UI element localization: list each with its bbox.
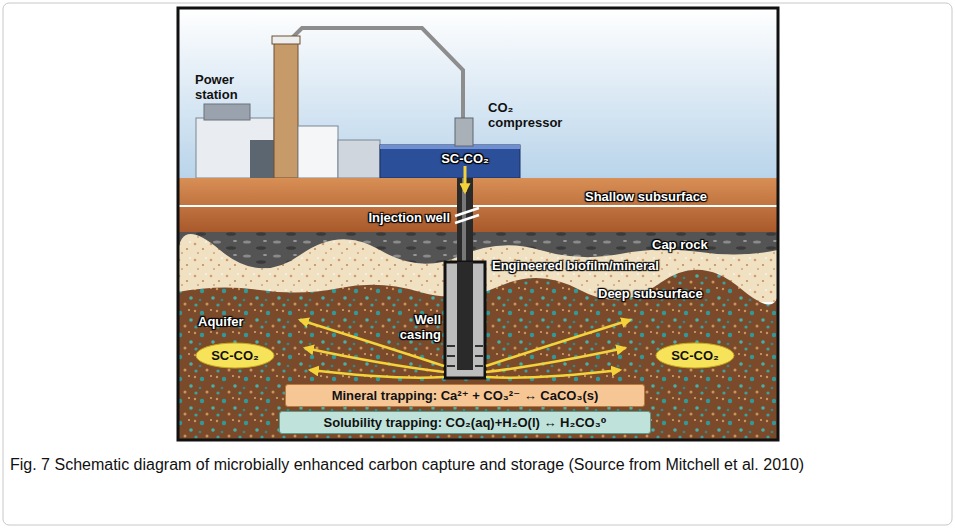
compressor-building: [380, 145, 520, 178]
well-casing: [445, 262, 485, 378]
stream-label: SC-CO₂: [425, 151, 505, 166]
figure-caption: Fig. 7 Schematic diagram of microbially …: [10, 452, 940, 477]
node-text: SC-CO₂: [211, 348, 259, 363]
node-text: Solubility trapping: CO₂(aq)+H₂O(l) ↔ H₂…: [324, 415, 607, 430]
power-building: [298, 126, 338, 178]
label-text: Shallow subsurface: [585, 189, 707, 204]
label-text: Deep subsurface: [598, 286, 703, 301]
flue-pipe: [288, 28, 463, 118]
perforation: [447, 346, 483, 366]
layer-label: Engineered biofilm/mineral: [492, 258, 702, 273]
page-border: [3, 3, 952, 525]
power-building: [204, 104, 250, 120]
well-tube: [457, 262, 473, 370]
label-text: Injection well: [368, 210, 450, 225]
equipment-label: Power station: [195, 72, 267, 102]
compressor-stack: [455, 118, 473, 146]
trapping-box: Mineral trapping: Ca²⁺ + CO₃²⁻ ↔ CaCO₃(s…: [285, 384, 645, 407]
equipment-label: CO₂ compressor: [488, 100, 572, 130]
injection-arrow: [464, 166, 467, 192]
label-text: Aquifer: [198, 314, 244, 329]
chimney: [274, 40, 298, 178]
layer-label: Cap rock: [652, 237, 742, 252]
power-building: [196, 118, 274, 178]
chimney-cap: [272, 36, 300, 44]
trapping-box: Solubility trapping: CO₂(aq)+H₂O(l) ↔ H₂…: [279, 411, 651, 434]
power-building: [250, 140, 274, 178]
label-text: Cap rock: [652, 237, 708, 252]
co2-plume-ellipse: SC-CO₂: [655, 342, 735, 369]
layer-label: Deep subsurface: [598, 286, 728, 301]
co2-flow-arrow: [305, 348, 444, 372]
ellipse-shape: [656, 343, 734, 368]
well-label: Injection well: [340, 210, 450, 225]
label-text: Engineered biofilm/mineral: [492, 258, 659, 273]
ellipse-shape: [196, 343, 274, 368]
compressor-roof: [380, 145, 520, 149]
layer-label: Aquifer: [198, 314, 268, 329]
power-building: [338, 140, 380, 178]
label-text: SC-CO₂: [441, 151, 489, 166]
label-text: Power station: [195, 72, 238, 102]
co2-plume-ellipse: SC-CO₂: [195, 342, 275, 369]
break-mark: [455, 208, 479, 223]
label-text: CO₂ compressor: [488, 100, 562, 130]
layer-label: Shallow subsurface: [585, 189, 735, 204]
sky: [178, 8, 778, 178]
co2-flow-arrow: [486, 348, 625, 372]
shallow-subsurface-layer: [178, 178, 778, 232]
node-text: Mineral trapping: Ca²⁺ + CO₃²⁻ ↔ CaCO₃(s…: [332, 388, 599, 403]
co2-flow-arrow: [486, 320, 630, 366]
label-text: Well casing: [400, 312, 441, 342]
figure-frame: [178, 8, 778, 440]
well-label: Well casing: [383, 312, 441, 342]
co2-flow-arrow: [486, 370, 620, 378]
node-text: SC-CO₂: [671, 348, 719, 363]
co2-flow-arrow: [310, 370, 444, 378]
layer-line: [178, 205, 778, 207]
